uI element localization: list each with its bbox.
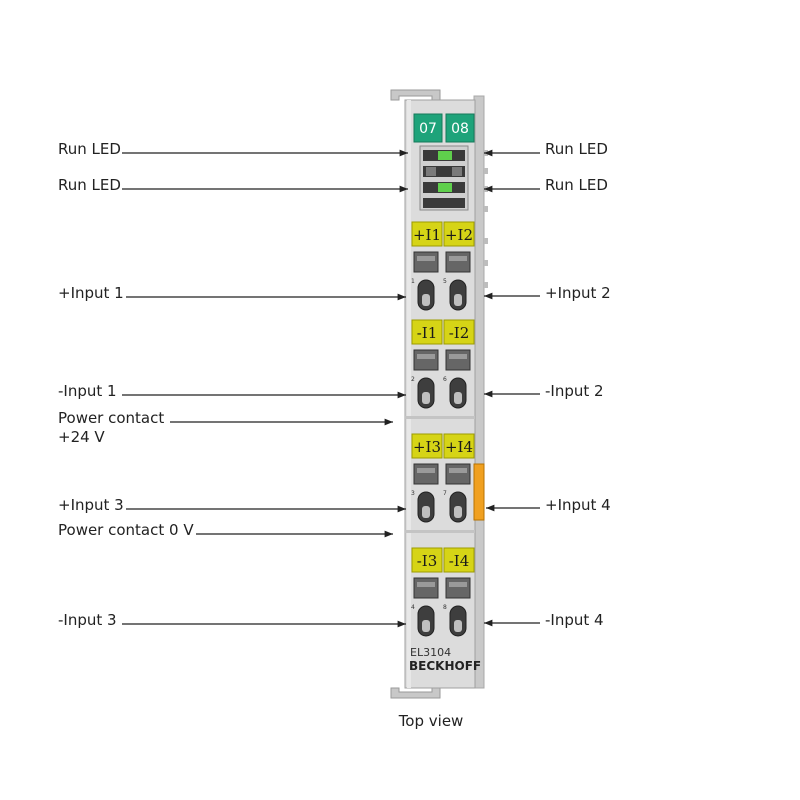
bottom-rail-clip xyxy=(390,687,441,699)
header-number-08: 08 xyxy=(451,121,469,137)
pin-number-6: 6 xyxy=(443,376,447,383)
terminal-label-plus-i2: +I2 xyxy=(445,226,473,244)
led-slot-2 xyxy=(423,166,465,177)
label-input-minus-3: -Input 3 xyxy=(58,611,117,629)
label-input-minus-1: -Input 1 xyxy=(58,382,117,400)
pin-number-5: 5 xyxy=(443,278,447,285)
header-number-07: 07 xyxy=(419,121,437,137)
callout-lines xyxy=(122,149,540,628)
terminal-block-2: -I1 -I2 2 6 xyxy=(411,319,475,409)
label-power-contact-24v-value: +24 V xyxy=(58,428,105,446)
pin-number-4: 4 xyxy=(411,604,415,611)
terminal-label-plus-i4: +I4 xyxy=(445,438,473,456)
label-run-led-left-2: Run LED xyxy=(58,176,121,194)
label-run-led-left-1: Run LED xyxy=(58,140,121,158)
label-input-plus-4: +Input 4 xyxy=(545,496,611,514)
model-label: EL3104 xyxy=(410,646,451,659)
label-run-led-right-2: Run LED xyxy=(545,176,608,194)
pin-number-2: 2 xyxy=(411,376,415,383)
label-power-contact-0v: Power contact 0 V xyxy=(58,521,194,539)
label-input-plus-3: +Input 3 xyxy=(58,496,124,514)
label-input-minus-4: -Input 4 xyxy=(545,611,604,629)
label-input-minus-2: -Input 2 xyxy=(545,382,604,400)
led-slot-4 xyxy=(423,198,465,208)
terminal-block-4: -I3 -I4 4 8 xyxy=(411,547,475,637)
terminal-tag-minus-i2 xyxy=(443,319,475,345)
terminal-tag-minus-i1 xyxy=(411,319,443,345)
header-tag-07 xyxy=(413,113,443,143)
terminal-tag-minus-i4 xyxy=(443,547,475,573)
brand-logo: BECKHOFF xyxy=(409,659,481,673)
terminal-label-plus-i1: +I1 xyxy=(413,226,441,244)
side-nubs xyxy=(484,150,488,288)
terminal-label-minus-i4: -I4 xyxy=(449,552,470,570)
terminal-label-minus-i2: -I2 xyxy=(449,324,470,342)
terminal-label-minus-i3: -I3 xyxy=(417,552,438,570)
terminal-label-minus-i1: -I1 xyxy=(417,324,438,342)
power-contact-orange xyxy=(473,463,485,521)
callout-labels: Run LED Run LED Run LED Run LED +Input 1… xyxy=(58,140,611,629)
top-rail-clip xyxy=(390,89,441,101)
led-window xyxy=(419,145,469,211)
pin-number-3: 3 xyxy=(411,490,415,497)
terminal-module: 07 08 +I1 +I2 1 xyxy=(390,89,488,699)
terminal-tag-plus-i4 xyxy=(443,433,475,459)
label-input-plus-1: +Input 1 xyxy=(58,284,124,302)
terminal-tag-plus-i2 xyxy=(443,221,475,247)
label-run-led-right-1: Run LED xyxy=(545,140,608,158)
label-input-plus-2: +Input 2 xyxy=(545,284,611,302)
caption-top-view: Top view xyxy=(398,712,464,730)
terminal-label-plus-i3: +I3 xyxy=(413,438,441,456)
pin-number-7: 7 xyxy=(443,490,447,497)
pin-number-1: 1 xyxy=(411,278,415,285)
header-tag-08 xyxy=(445,113,475,143)
label-power-contact-24v: Power contact xyxy=(58,409,164,427)
terminal-tag-minus-i3 xyxy=(411,547,443,573)
pin-number-8: 8 xyxy=(443,604,447,611)
terminal-tag-plus-i3 xyxy=(411,433,443,459)
terminal-tag-plus-i1 xyxy=(411,221,443,247)
terminal-block-3: +I3 +I4 3 7 xyxy=(411,433,475,523)
terminal-block-1: +I1 +I2 1 5 xyxy=(411,221,475,311)
